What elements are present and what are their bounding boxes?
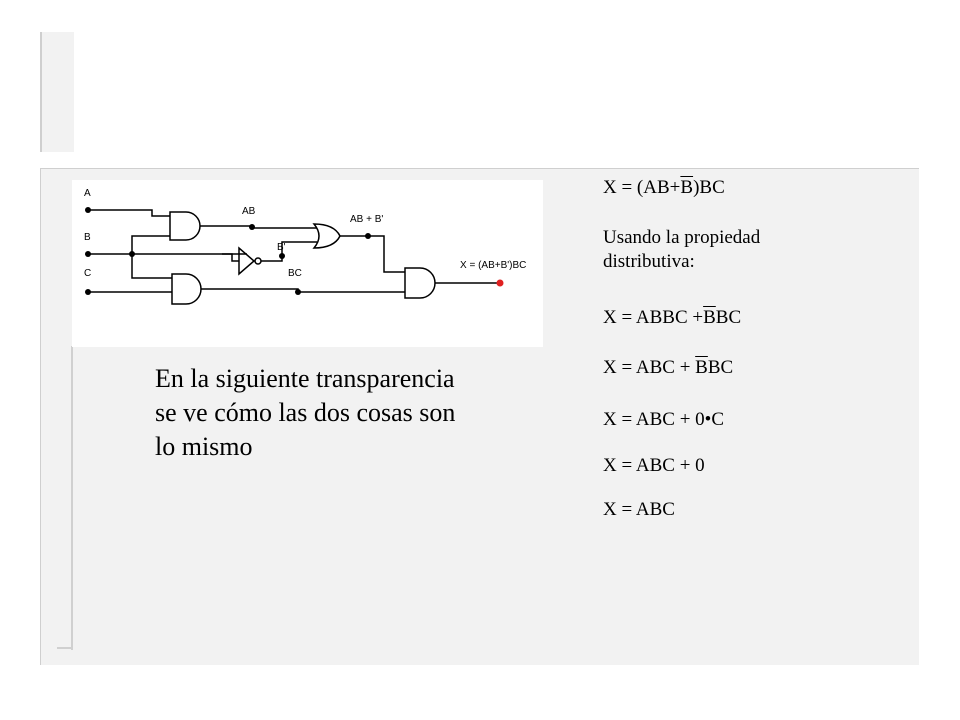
- input-label-c: C: [84, 268, 91, 279]
- wire-b-not: [261, 241, 317, 262]
- decorative-rule-foot: [57, 647, 73, 649]
- label-ab: AB: [242, 206, 256, 217]
- equation-5: X = ABC + 0: [603, 455, 705, 476]
- or-gate: [312, 223, 341, 249]
- wire-a: [88, 209, 170, 217]
- and-gate-3: [404, 267, 436, 299]
- and-gate-1: [169, 211, 201, 241]
- node-bc: [295, 289, 301, 295]
- input-label-b: B: [84, 232, 91, 243]
- label-b-not: B': [277, 242, 286, 253]
- wire-b-to-and1: [131, 235, 170, 254]
- wire-or-out: [340, 235, 405, 273]
- logic-circuit-diagram: A B C AB B' BC: [72, 180, 543, 347]
- equation-1: X = (AB+B)BC: [603, 177, 725, 198]
- equation-4: X = ABC + 0•C: [603, 409, 724, 430]
- overlined-b: B: [680, 177, 694, 198]
- node-or-out: [365, 233, 371, 239]
- not-gate: [238, 246, 256, 276]
- equation-6: X = ABC: [603, 499, 675, 520]
- distributive-note: Usando la propiedad distributiva:: [603, 227, 761, 272]
- and-gate-2: [171, 273, 202, 305]
- wire-b-to-not: [222, 253, 239, 262]
- equation-3: X = ABC + BBC: [603, 357, 734, 378]
- output-node: [496, 279, 504, 287]
- decorative-bar-top: [40, 32, 74, 152]
- label-ab-or-b: AB + B': [350, 214, 383, 225]
- wire-bc: [201, 288, 405, 293]
- overlined-b: B: [695, 357, 708, 378]
- node-b-not: [279, 253, 285, 259]
- not-bubble: [254, 257, 262, 265]
- node-ab: [249, 224, 255, 230]
- wire-ab: [200, 225, 317, 229]
- wire-b-to-and2: [131, 254, 172, 279]
- input-label-a: A: [84, 188, 91, 199]
- overlined-b: B: [703, 307, 716, 328]
- caption-text: En la siguiente transparencia se ve cómo…: [155, 364, 456, 461]
- label-output: X = (AB+B')BC: [460, 260, 526, 271]
- decorative-rule: [71, 346, 73, 650]
- equation-2: X = ABBC +BBC: [603, 307, 742, 328]
- label-bc: BC: [288, 268, 302, 279]
